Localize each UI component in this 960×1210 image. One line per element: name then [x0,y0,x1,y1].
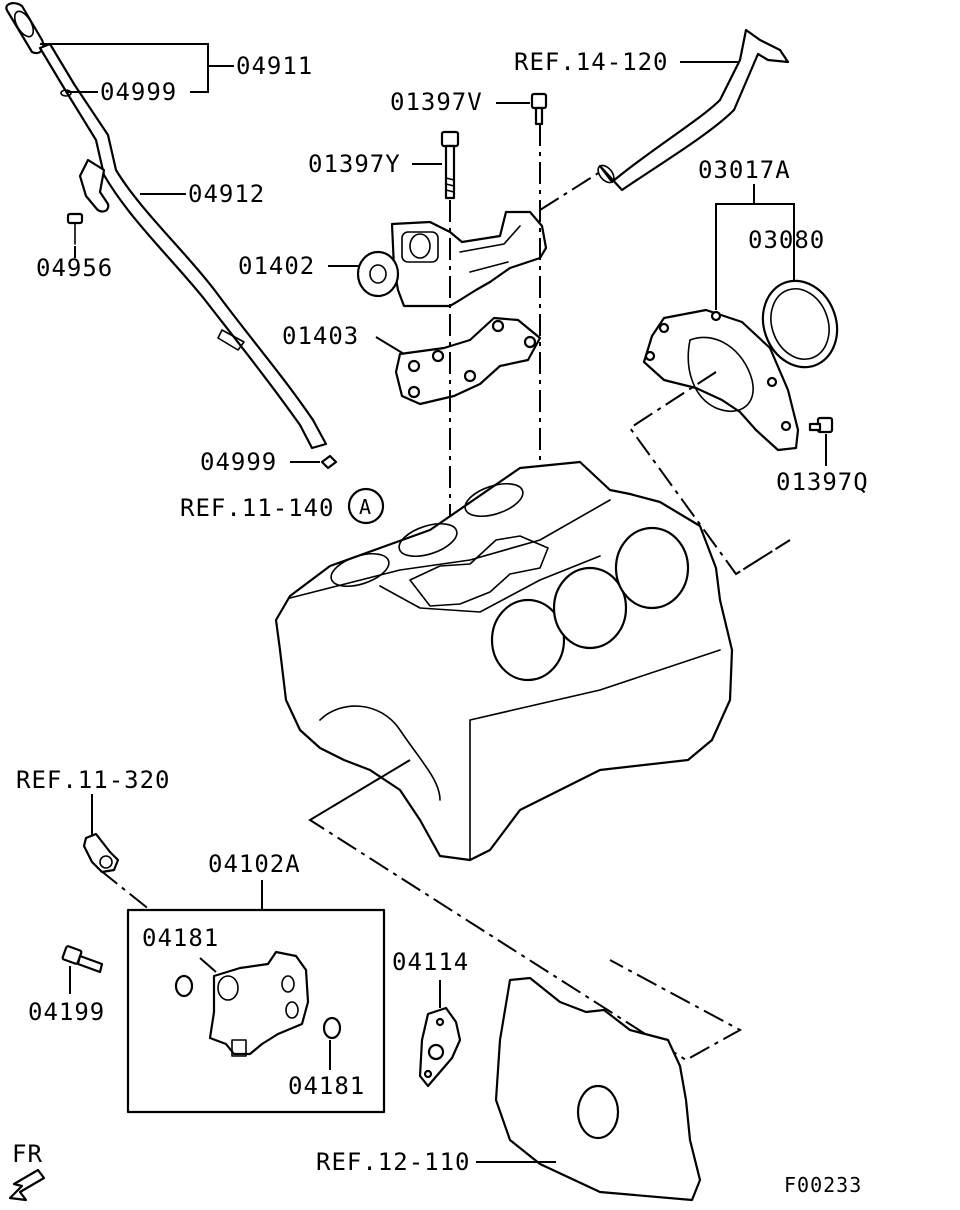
label-ref-11-320: REF.11-320 [16,766,171,794]
bolt-01397y-icon [440,130,460,200]
label-01402: 01402 [238,252,315,280]
label-ref-14-120: REF.14-120 [514,48,669,76]
label-01403: 01403 [282,322,359,350]
label-01397q: 01397Q [776,468,869,496]
circle-callout-icon: A [347,487,385,525]
front-direction-arrow-icon: FR [8,1140,46,1202]
label-04912: 04912 [188,180,265,208]
dipstick-tube [38,42,328,450]
label-ref-11-140: REF.11-140 [180,494,335,522]
oil-pressure-switch [82,832,120,874]
gasket-04114 [418,1006,462,1088]
label-01397y: 01397Y [308,150,401,178]
label-03080: 03080 [748,226,825,254]
water-inlet-pipe [597,28,790,192]
dipstick-handle [5,2,45,55]
dipstick-o-ring-lower [320,454,338,470]
figure-code: F00233 [784,1173,862,1197]
label-04181-bottom: 04181 [288,1072,365,1100]
bolt-01397q-icon [808,416,834,434]
label-04999-bottom: 04999 [200,448,277,476]
o-ring-04181-left [174,974,194,998]
oil-filter-bracket [208,950,310,1057]
dipstick-bracket [78,158,110,213]
bolt-04956-icon [66,212,84,245]
callout-a-label: A [359,495,372,519]
rear-oil-seal-case [642,308,800,452]
rear-oil-seal [761,279,839,369]
cylinder-block [274,460,734,862]
label-04181-top: 04181 [142,924,219,952]
label-04999-top: 04999 [100,78,177,106]
lower-crankcase [494,976,702,1202]
label-fr: FR [12,1140,43,1168]
water-pump-gasket [394,316,542,406]
label-04911: 04911 [236,52,313,80]
o-ring-04181-right [322,1016,342,1040]
label-04199: 04199 [28,998,105,1026]
bolt-04199-icon [61,945,104,974]
label-04956: 04956 [36,254,113,282]
label-04114: 04114 [392,948,469,976]
label-04102a: 04102A [208,850,301,878]
water-pump [356,210,548,308]
label-01397v: 01397V [390,88,483,116]
oil-level-gauge-assembly [5,2,338,470]
bolt-01397v-icon [530,92,548,126]
label-ref-12-110: REF.12-110 [316,1148,471,1176]
label-03017a: 03017A [698,156,791,184]
